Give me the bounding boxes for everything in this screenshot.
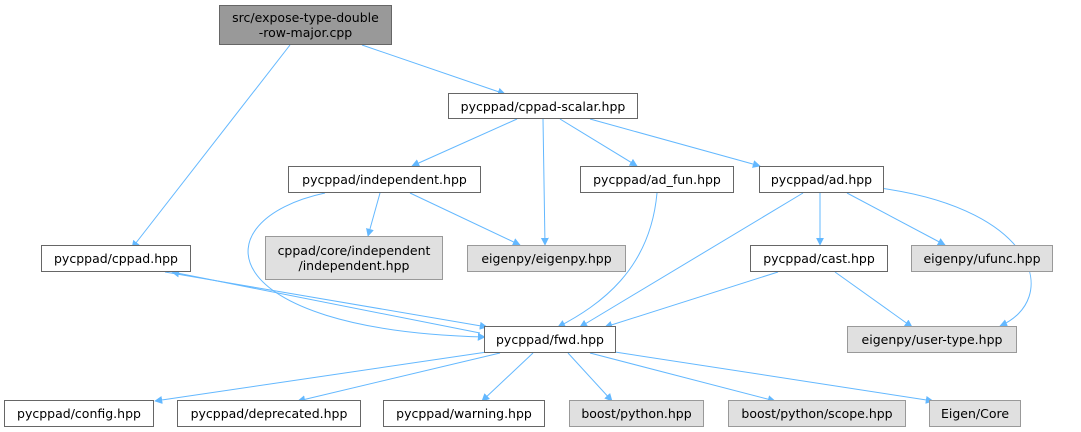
edge-cppad-scalar-to-ad-fun: [559, 118, 638, 167]
edge-fwd-to-boost-python: [567, 352, 613, 402]
node-eigenpy-user-type[interactable]: eigenpy/user-type.hpp: [847, 326, 1017, 353]
node-ad[interactable]: pycppad/ad.hpp: [759, 166, 884, 193]
node-deprecated[interactable]: pycppad/deprecated.hpp: [177, 400, 361, 427]
edge-ad-to-fwd: [579, 192, 804, 328]
edge-fwd-to-boost-python-scope: [589, 352, 776, 404]
node-config[interactable]: pycppad/config.hpp: [4, 400, 154, 427]
node-boost-python-scope[interactable]: boost/python/scope.hpp: [728, 400, 906, 427]
edge-cast-to-fwd: [604, 271, 779, 329]
edge-cast-to-user-type: [834, 271, 913, 328]
node-eigenpy-eigenpy[interactable]: eigenpy/eigenpy.hpp: [467, 245, 626, 272]
edge-fwd-to-deprecated: [297, 352, 501, 404]
edge-independent-to-eigenpy: [409, 192, 521, 246]
edge-ad-to-ufunc: [846, 192, 946, 246]
node-cppad[interactable]: pycppad/cppad.hpp: [41, 245, 191, 272]
edge-root-to-cppad: [131, 44, 291, 249]
edge-cppad-scalar-to-eigenpy: [540, 118, 549, 246]
edge-ad-fun-to-fwd: [557, 192, 658, 328]
node-root-source-file[interactable]: src/expose-type-double -row-major.cpp: [219, 5, 392, 45]
edge-cppad-scalar-to-independent: [411, 118, 518, 167]
node-cppad-core-independent[interactable]: cppad/core/independent /independent.hpp: [265, 236, 443, 280]
node-cast[interactable]: pycppad/cast.hpp: [750, 245, 888, 272]
edge-fwd-to-cppad: [171, 269, 481, 334]
edge-fwd-to-eigen-core: [614, 351, 934, 404]
node-fwd[interactable]: pycppad/fwd.hpp: [484, 326, 616, 353]
edge-root-to-cppad-scalar: [361, 44, 506, 96]
edge-fwd-to-warning: [481, 352, 534, 402]
node-ad-fun[interactable]: pycppad/ad_fun.hpp: [580, 166, 734, 193]
node-boost-python[interactable]: boost/python.hpp: [569, 400, 704, 427]
edge-independent-to-fwd: [247, 192, 486, 341]
node-eigen-core[interactable]: Eigen/Core: [929, 400, 1021, 427]
edge-fwd-to-config: [154, 351, 488, 404]
node-cppad-scalar[interactable]: pycppad/cppad-scalar.hpp: [448, 93, 638, 119]
edge-independent-to-core-independent: [366, 192, 381, 237]
node-eigenpy-ufunc[interactable]: eigenpy/ufunc.hpp: [911, 245, 1053, 272]
node-warning[interactable]: pycppad/warning.hpp: [383, 400, 545, 427]
node-independent[interactable]: pycppad/independent.hpp: [288, 166, 481, 193]
edge-cppad-scalar-to-ad: [589, 118, 761, 168]
